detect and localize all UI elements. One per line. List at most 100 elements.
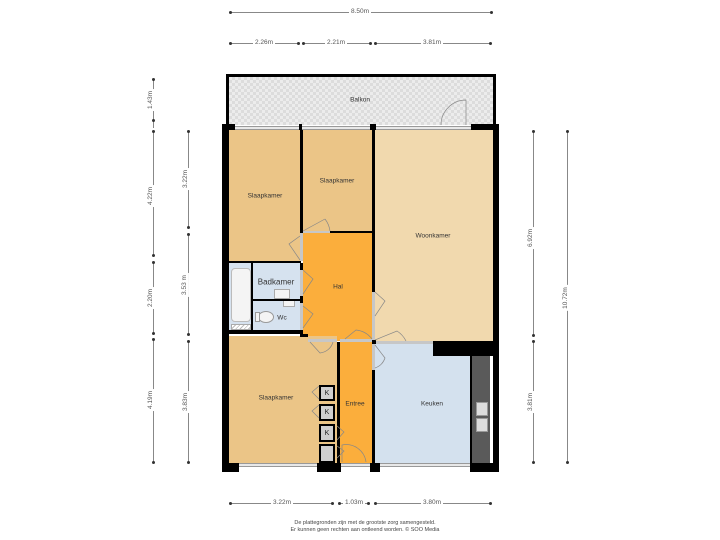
door-entree[interactable] <box>340 339 372 342</box>
dimension-label: 1.03m <box>343 499 366 507</box>
dimension-endpoint <box>229 11 232 14</box>
dimension-endpoint <box>187 340 190 343</box>
dimension-label: 3.80m <box>421 499 444 507</box>
dimension-endpoint <box>532 334 535 337</box>
dimension-endpoint <box>229 42 232 45</box>
closet-label: K <box>324 429 330 437</box>
wall <box>372 342 375 463</box>
wall <box>299 124 302 130</box>
door-keuken-side[interactable] <box>372 344 375 370</box>
door-swing-balcony <box>440 99 467 126</box>
meter-cupboard[interactable] <box>319 444 335 463</box>
wall <box>433 341 493 356</box>
dimension-endpoint <box>297 42 300 45</box>
dimension-endpoint <box>152 119 155 122</box>
closet-2[interactable]: K <box>319 404 335 421</box>
closet-label: K <box>324 389 330 397</box>
wall <box>253 299 301 301</box>
room-balkon <box>229 77 493 125</box>
window <box>302 126 370 130</box>
wall <box>470 463 499 472</box>
dimension-endpoint <box>187 461 190 464</box>
dimension-label: 2.26m <box>253 39 276 47</box>
door-slaapkamer-top-left[interactable] <box>300 233 303 261</box>
wall <box>337 342 340 463</box>
dimension-endpoint <box>187 226 190 229</box>
wall <box>370 463 380 472</box>
wall <box>300 334 308 337</box>
dimension-endpoint <box>489 502 492 505</box>
dimension-endpoint <box>490 11 493 14</box>
room-label-entree: Entree <box>345 400 365 408</box>
dimension-endpoint <box>331 502 334 505</box>
dimension-label: 3.81m <box>421 39 444 47</box>
wall <box>300 130 303 233</box>
wall <box>330 231 375 233</box>
dimension-endpoint <box>532 461 535 464</box>
dimension-endpoint <box>187 333 190 336</box>
closet-3[interactable]: K <box>319 424 335 442</box>
dimension-endpoint <box>152 130 155 133</box>
closet-label: K <box>324 409 330 416</box>
dimension-endpoint <box>566 461 569 464</box>
wall <box>251 263 253 330</box>
wall <box>493 74 496 125</box>
footer-disclaimer: De plattegronden zijn met de grootste zo… <box>215 520 515 534</box>
wall <box>229 330 302 334</box>
wall-outer-left <box>222 124 229 472</box>
toilet-tank-icon <box>255 312 260 322</box>
door-badkamer[interactable] <box>300 270 303 296</box>
window <box>380 463 470 467</box>
kitchen-sink-icon <box>476 418 488 432</box>
dimension-endpoint <box>152 461 155 464</box>
wall <box>317 463 341 472</box>
dimension-endpoint <box>566 130 569 133</box>
wall <box>226 74 496 77</box>
dimension-endpoint <box>229 502 232 505</box>
dimension-endpoint <box>152 254 155 257</box>
room-label-slaapkamer: Slaapkamer <box>258 394 294 402</box>
window <box>239 463 317 467</box>
wall <box>222 124 235 130</box>
room-label-wc: Wc <box>277 314 287 322</box>
door-woonkamer[interactable] <box>372 292 375 340</box>
footer-line-1: De plattegronden zijn met de grootste zo… <box>294 520 436 526</box>
room-woonkamer <box>375 130 493 342</box>
door-wc[interactable] <box>300 303 303 330</box>
dimension-endpoint <box>367 502 370 505</box>
window <box>235 126 299 130</box>
room-hal <box>303 233 372 341</box>
sink-icon <box>274 289 290 299</box>
wall-outer-right <box>493 124 499 472</box>
room-label-slaapkamer: Slaapkamer <box>247 192 283 200</box>
wall <box>229 261 301 263</box>
room-label-hal: Hal <box>333 283 343 291</box>
wall <box>470 356 472 463</box>
kitchen-sink-icon <box>476 402 488 416</box>
wall <box>471 124 499 130</box>
front-door[interactable] <box>341 463 370 467</box>
wall <box>370 124 376 130</box>
door-keuken[interactable] <box>376 341 433 344</box>
room-label-slaapkamer: Slaapkamer <box>319 177 355 185</box>
dimension-label: 2.21m <box>325 39 348 47</box>
room-label-badkamer: Badkamer <box>257 277 295 287</box>
wall <box>300 263 303 337</box>
footer-line-2: Er kunnen geen rechten aan ontleend word… <box>290 527 440 533</box>
door-slaapkamer-bottom[interactable] <box>308 339 337 342</box>
shelf-icon <box>231 324 251 330</box>
room-slaapkamer-top-middle <box>303 130 372 231</box>
window <box>376 126 471 130</box>
dimension-endpoint <box>152 261 155 264</box>
closet-1[interactable]: K <box>319 385 335 401</box>
dimension-label: 3.22m <box>271 499 294 507</box>
room-slaapkamer-top-left <box>229 130 301 261</box>
wall <box>222 463 239 472</box>
room-entree <box>339 342 372 463</box>
dimension-endpoint <box>532 130 535 133</box>
dimension-label: 8.50m <box>349 8 372 16</box>
dimension-endpoint <box>489 42 492 45</box>
dimension-endpoint <box>369 42 372 45</box>
door-slaapkamer-top-middle[interactable] <box>303 231 330 233</box>
